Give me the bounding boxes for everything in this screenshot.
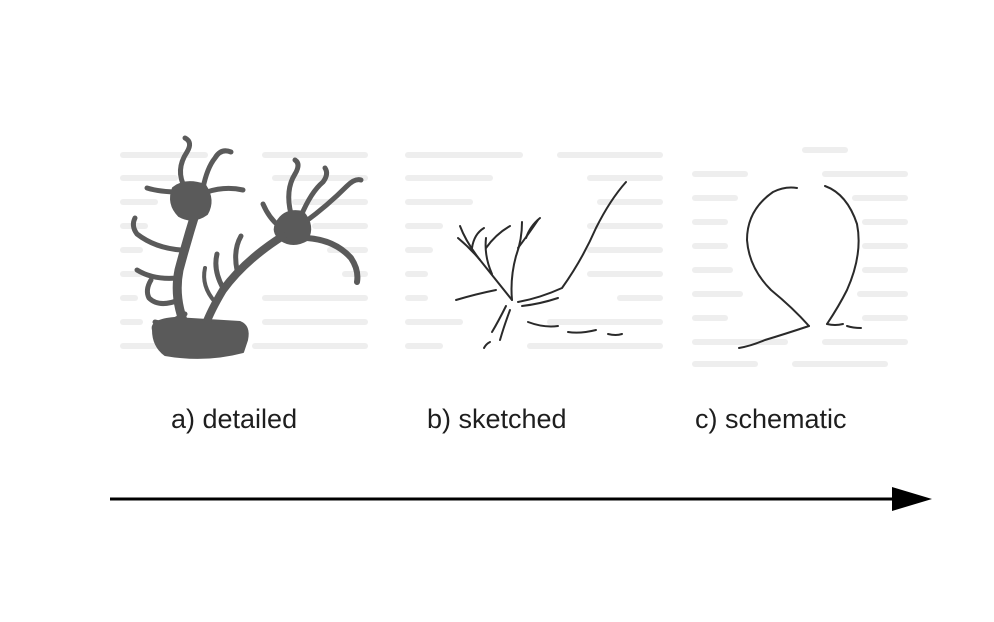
sketched-caption: b) sketched — [427, 404, 567, 435]
faint-background-text — [408, 155, 660, 346]
right-arrow-icon — [110, 484, 940, 514]
sketched-neurons-icon — [400, 130, 670, 370]
faint-background-text — [123, 155, 365, 346]
detailed-drawing-panel — [115, 130, 375, 370]
schematic-drawing-panel — [685, 130, 915, 370]
detailed-caption: a) detailed — [171, 404, 297, 435]
detailed-neurons-icon — [115, 130, 375, 370]
schematic-loop-icon — [685, 130, 915, 370]
schematic-caption: c) schematic — [695, 404, 847, 435]
sketched-drawing-panel — [400, 130, 670, 370]
arrowhead-icon — [892, 487, 932, 511]
faint-background-text — [695, 150, 905, 364]
